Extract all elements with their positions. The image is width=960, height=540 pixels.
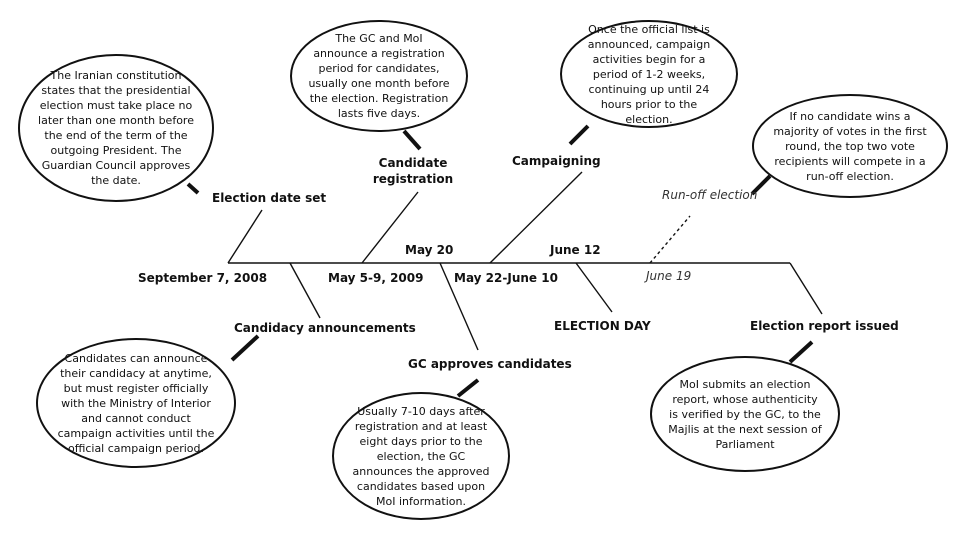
event-candidacy-announcements: Candidacy announcements: [234, 321, 416, 335]
date-may-5-9-2009: May 5-9, 2009: [328, 271, 424, 285]
branch-election-day: [575, 262, 613, 313]
branch-election-date-set: [227, 209, 263, 264]
event-candidate-registration-line1: Candidate: [378, 156, 448, 170]
bubble-candidacy: Candidates can announce their candidacy …: [36, 338, 236, 468]
branch-gc-approves-candidates: [439, 262, 479, 351]
bubble-approval-text: Usually 7-10 days after registration and…: [352, 404, 490, 508]
bubble-report-text: MoI submits an election report, whose au…: [668, 377, 822, 451]
event-run-off-election: Run-off election: [662, 188, 758, 202]
event-campaigning: Campaigning: [512, 154, 601, 168]
bubble-constitution-text: The Iranian constitution states that the…: [38, 69, 194, 187]
branch-run-off-election: [649, 215, 691, 264]
date-may-20: May 20: [405, 243, 454, 257]
date-september-7-2008: September 7, 2008: [138, 271, 268, 285]
bubble-tail-approval: [456, 378, 480, 398]
bubble-tail-registration: [402, 129, 422, 151]
bubble-registration-text: The GC and MoI announce a registration p…: [308, 32, 450, 120]
bubble-election-date-constitution: The Iranian constitution states that the…: [18, 54, 214, 202]
date-june-12: June 12: [550, 243, 601, 257]
bubble-approval: Usually 7-10 days after registration and…: [332, 392, 510, 520]
bubble-tail-campaign: [568, 124, 590, 146]
bubble-candidacy-text: Candidates can announce their candidacy …: [57, 351, 215, 455]
bubble-tail-runoff: [750, 174, 772, 196]
bubble-run-off: If no candidate wins a majority of votes…: [752, 94, 948, 198]
event-candidate-registration-line2: registration: [372, 172, 454, 186]
bubble-campaign-period: Once the official list is announced, cam…: [560, 20, 738, 128]
event-election-report-issued: Election report issued: [750, 319, 899, 333]
bubble-tail-report: [788, 340, 814, 364]
date-may-22-june-10: May 22-June 10: [454, 271, 558, 285]
bubble-registration-period: The GC and MoI announce a registration p…: [290, 20, 468, 132]
bubble-election-report: MoI submits an election report, whose au…: [650, 356, 840, 472]
event-election-date-set: Election date set: [212, 191, 327, 205]
branch-candidacy-announcements: [289, 262, 321, 319]
branch-election-report: [789, 262, 823, 315]
bubble-tail-candidacy: [230, 334, 260, 362]
bubble-tail-constitution: [186, 182, 200, 195]
bubble-campaign-text: Once the official list is announced, cam…: [587, 22, 711, 126]
branch-candidate-registration: [361, 191, 419, 264]
branch-campaigning: [489, 171, 583, 264]
event-election-day: ELECTION DAY: [554, 319, 651, 333]
date-june-19: June 19: [646, 269, 692, 283]
event-gc-approves-candidates: GC approves candidates: [408, 357, 572, 371]
bubble-runoff-text: If no candidate wins a majority of votes…: [773, 109, 927, 183]
